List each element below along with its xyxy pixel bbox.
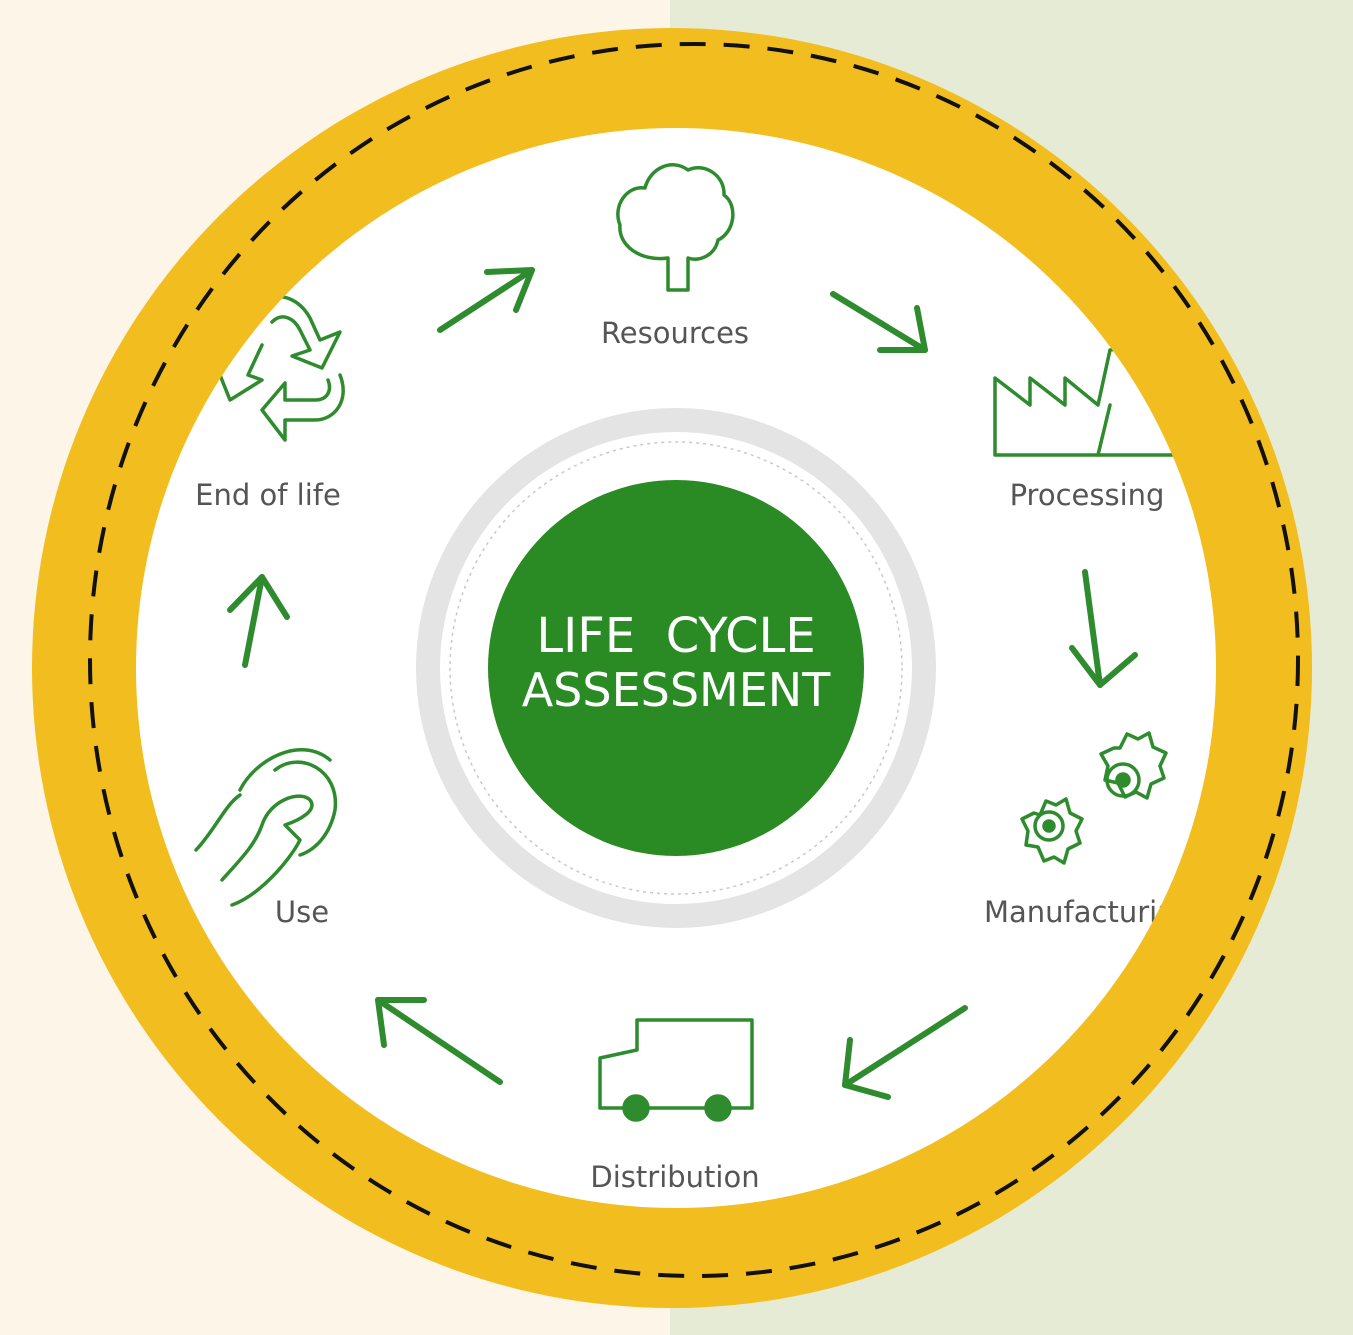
gears-icon xyxy=(1020,731,1168,865)
stage-label-use: Use xyxy=(275,895,329,929)
arrow-use-to-end-of-life xyxy=(227,574,290,668)
center-title-line2: ASSESSMENT xyxy=(522,663,831,717)
center-dotted-ring xyxy=(449,441,903,895)
arrow-distribution-to-use xyxy=(375,997,503,1085)
stage-label-resources: Resources xyxy=(601,316,749,350)
dashed-ring xyxy=(88,42,1300,1278)
touch-hand-icon xyxy=(194,748,338,907)
stage-label-processing: Processing xyxy=(1010,478,1165,512)
stage-label-end-of-life: End of life xyxy=(195,478,341,512)
center-green-disc xyxy=(488,480,864,856)
arrow-end-to-resources xyxy=(437,267,535,333)
arrow-resources-to-processing xyxy=(830,291,928,353)
tree-icon xyxy=(616,163,735,292)
truck-icon xyxy=(598,1018,754,1122)
arrow-manufacturing-to-distribution xyxy=(842,1005,968,1100)
stage-label-distribution: Distribution xyxy=(590,1160,759,1194)
arrow-processing-to-manufacturing xyxy=(1069,569,1138,688)
center-gray-ring xyxy=(416,408,936,928)
center-title-line1: LIFE CYCLE xyxy=(536,608,815,664)
